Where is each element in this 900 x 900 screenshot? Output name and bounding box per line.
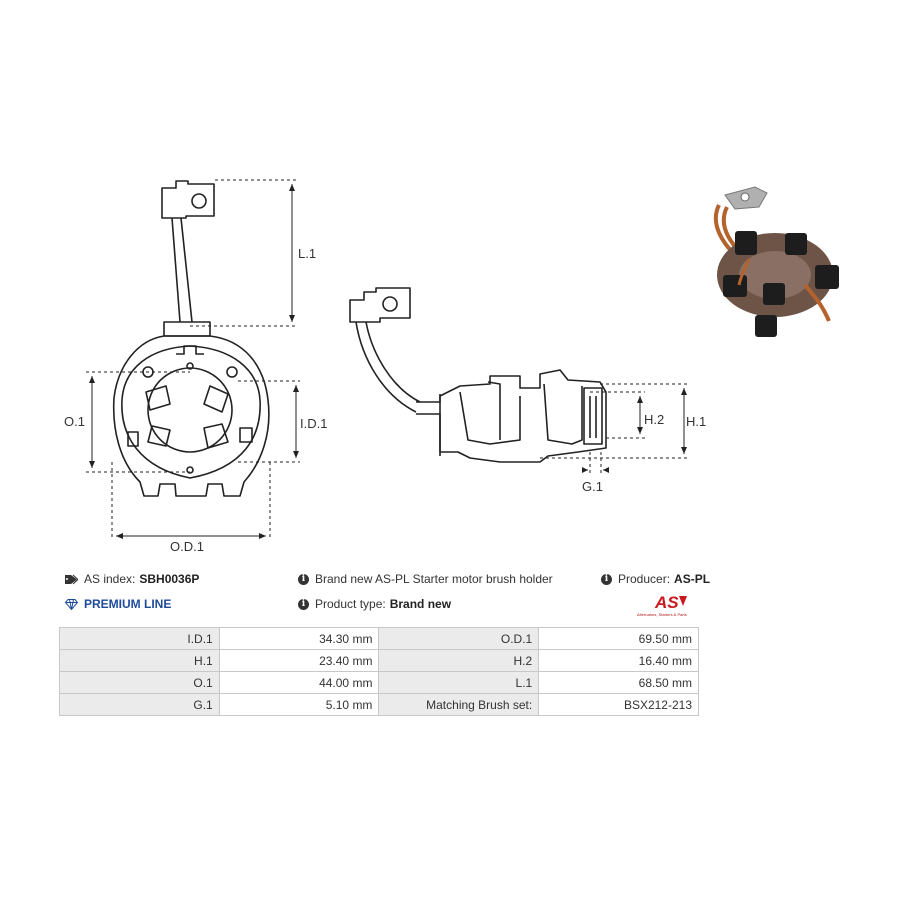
info-icon: i — [298, 573, 309, 585]
dim-label-l1: L.1 — [298, 246, 316, 261]
technical-drawing: L.1 O.1 I.D.1 O.D.1 H.1 H.2 G.1 — [64, 179, 706, 554]
spec-label: Matching Brush set: — [378, 693, 540, 716]
front-view-terminal — [161, 180, 215, 323]
spec-label: O.D.1 — [378, 627, 540, 650]
spec-value: 34.30 mm — [218, 627, 380, 650]
as-index: AS index: SBH0036P — [65, 572, 199, 586]
dim-label-h2: H.2 — [644, 412, 664, 427]
as-logo: AS Alternators, Starters & Parts — [637, 593, 687, 617]
front-view-body — [112, 321, 270, 497]
dim-label-id1: I.D.1 — [300, 416, 327, 431]
side-view — [349, 287, 607, 463]
logo-tagline: Alternators, Starters & Parts — [637, 612, 687, 617]
as-index-value: SBH0036P — [139, 572, 200, 586]
dim-label-o1: O.1 — [64, 414, 85, 429]
info-icon: i — [601, 573, 612, 585]
dim-label-od1: O.D.1 — [170, 539, 204, 554]
spec-value: BSX212-213 — [538, 693, 699, 716]
producer: i Producer: AS-PL — [601, 572, 710, 586]
spec-value: 69.50 mm — [538, 627, 699, 650]
diamond-icon — [65, 598, 78, 610]
spec-label: O.1 — [59, 671, 220, 694]
tag-icon — [65, 574, 78, 584]
spec-value: 44.00 mm — [218, 671, 380, 694]
producer-label: Producer: — [618, 572, 671, 586]
dim-label-g1: G.1 — [582, 479, 603, 494]
product-photo — [713, 186, 839, 337]
spec-label: G.1 — [59, 693, 220, 716]
premium-line-label: PREMIUM LINE — [84, 597, 172, 611]
spec-value: 68.50 mm — [538, 671, 699, 694]
logo-text: AS — [654, 593, 679, 612]
spec-label: L.1 — [378, 671, 540, 694]
as-index-label: AS index: — [84, 572, 136, 586]
info-icon: i — [298, 598, 309, 610]
dim-label-h1: H.1 — [686, 414, 706, 429]
producer-value: AS-PL — [674, 572, 711, 586]
spec-value: 23.40 mm — [218, 649, 380, 672]
spec-value: 5.10 mm — [218, 693, 380, 716]
spec-label: H.2 — [378, 649, 540, 672]
product-type-value: Brand new — [389, 597, 452, 611]
premium-line: PREMIUM LINE — [65, 597, 171, 611]
description-text: Brand new AS-PL Starter motor brush hold… — [315, 572, 553, 586]
description: i Brand new AS-PL Starter motor brush ho… — [298, 572, 553, 586]
spec-value: 16.40 mm — [538, 649, 699, 672]
spec-label: H.1 — [59, 649, 220, 672]
product-type: i Product type: Brand new — [298, 597, 451, 611]
spec-label: I.D.1 — [59, 627, 220, 650]
product-type-label: Product type: — [315, 597, 386, 611]
